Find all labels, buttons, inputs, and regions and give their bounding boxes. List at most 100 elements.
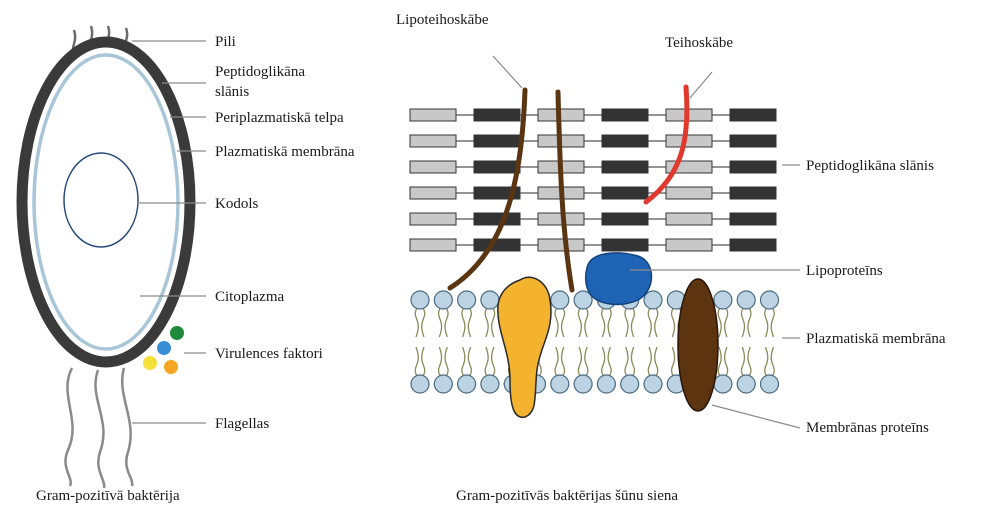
lipid-tail: [415, 308, 424, 337]
glycan-unit: [730, 213, 776, 225]
glycan-unit: [474, 135, 520, 147]
label-pili: Pili: [215, 34, 236, 50]
lipid-tail: [602, 347, 611, 376]
leader-line: [712, 405, 800, 428]
caption-cell-wall: Gram-pozitīvās baktērijas šūnu siena: [456, 488, 678, 504]
phospholipid-head: [621, 375, 639, 393]
lipid-tail: [625, 347, 634, 376]
label-peptidoglycan-layer: Peptidoglikāna slānis: [806, 158, 934, 174]
virulence-factor-orange: [164, 360, 178, 374]
glycan-unit: [730, 187, 776, 199]
peptidoglycan-layer: [410, 109, 776, 251]
caption-bacterium: Gram-pozitīvā baktērija: [36, 488, 180, 504]
phospholipid-head: [737, 375, 755, 393]
membrane-protein-brown: [678, 279, 718, 411]
label-membrane-protein: Membrānas proteīns: [806, 420, 929, 436]
leader-line: [690, 72, 712, 98]
phospholipid-head: [574, 375, 592, 393]
phospholipid-head: [597, 375, 615, 393]
lipid-tail: [741, 347, 750, 376]
label-flagella: Flagellas: [215, 416, 269, 432]
glycan-unit: [410, 187, 456, 199]
lipid-tail: [765, 308, 774, 337]
lipid-tail: [625, 308, 634, 337]
label-peptidoglycan-line1: Peptidoglikāna: [215, 64, 305, 80]
lipid-tail: [648, 347, 657, 376]
bacterium-illustration: [22, 26, 190, 488]
glycan-unit: [474, 239, 520, 251]
leader-line: [493, 56, 522, 88]
glycan-unit: [410, 109, 456, 121]
glycan-unit: [730, 161, 776, 173]
label-nucleus: Kodols: [215, 196, 259, 212]
phospholipid-head: [551, 291, 569, 309]
cell-wall: [22, 42, 190, 362]
glycan-unit: [602, 161, 648, 173]
glycan-unit: [666, 213, 712, 225]
glycan-unit: [410, 239, 456, 251]
glycan-unit: [474, 161, 520, 173]
phospholipid-head: [714, 291, 732, 309]
glycan-unit: [730, 135, 776, 147]
label-lipoteichoic-acid: Lipoteihoskābe: [396, 12, 489, 28]
phospholipid-head: [551, 375, 569, 393]
phospholipid-head: [737, 291, 755, 309]
lipid-tail: [602, 308, 611, 337]
lipid-tail: [485, 347, 494, 376]
label-periplasmic-space: Periplazmatiskā telpa: [215, 110, 344, 126]
lipid-tail: [741, 308, 750, 337]
label-teichoic-acid: Teihoskābe: [665, 35, 733, 51]
glycan-unit: [730, 109, 776, 121]
phospholipid-head: [458, 375, 476, 393]
lipoprotein: [586, 253, 652, 305]
membrane-protein-yellow: [498, 277, 551, 417]
phospholipid-head: [644, 375, 662, 393]
lipid-tail: [555, 347, 564, 376]
lipid-tail: [439, 347, 448, 376]
glycan-unit: [602, 135, 648, 147]
glycan-unit: [666, 239, 712, 251]
flagellum: [65, 368, 72, 486]
glycan-unit: [410, 135, 456, 147]
flagellum: [122, 368, 132, 486]
glycan-unit: [410, 213, 456, 225]
glycan-unit: [730, 239, 776, 251]
glycan-unit: [602, 239, 648, 251]
phospholipid-head: [434, 291, 452, 309]
lipid-tail: [718, 347, 727, 376]
label-lipoprotein: Lipoproteīns: [806, 263, 883, 279]
glycan-unit: [410, 161, 456, 173]
phospholipid-head: [458, 291, 476, 309]
glycan-unit: [474, 109, 520, 121]
lipid-tail: [485, 308, 494, 337]
lipid-tail: [462, 308, 471, 337]
virulence-factor-blue: [157, 341, 171, 355]
lipid-tail: [578, 347, 587, 376]
glycan-unit: [602, 109, 648, 121]
flagella-group: [65, 368, 132, 488]
lipid-tail: [555, 308, 564, 337]
virulence-factor-green: [170, 326, 184, 340]
label-cytoplasm: Citoplazma: [215, 289, 284, 305]
lipid-tail: [415, 347, 424, 376]
phospholipid-head: [411, 375, 429, 393]
phospholipid-head: [481, 375, 499, 393]
phospholipid-head: [714, 375, 732, 393]
lipid-tail: [765, 347, 774, 376]
left-labels: Pili Peptidoglikāna slānis Periplazmatis…: [215, 34, 355, 432]
phospholipid-head: [481, 291, 499, 309]
virulence-factor-yellow: [143, 356, 157, 370]
lipid-bilayer: [411, 291, 779, 393]
glycan-unit: [666, 135, 712, 147]
lipid-tail: [578, 308, 587, 337]
glycan-unit: [602, 187, 648, 199]
flagellum: [95, 370, 104, 488]
phospholipid-head: [644, 291, 662, 309]
glycan-unit: [602, 213, 648, 225]
lipid-tail: [648, 308, 657, 337]
lipid-tail: [462, 347, 471, 376]
label-membrane: Plazmatiskā membrāna: [806, 331, 946, 347]
phospholipid-head: [434, 375, 452, 393]
label-plasma-membrane: Plazmatiskā membrāna: [215, 144, 355, 160]
